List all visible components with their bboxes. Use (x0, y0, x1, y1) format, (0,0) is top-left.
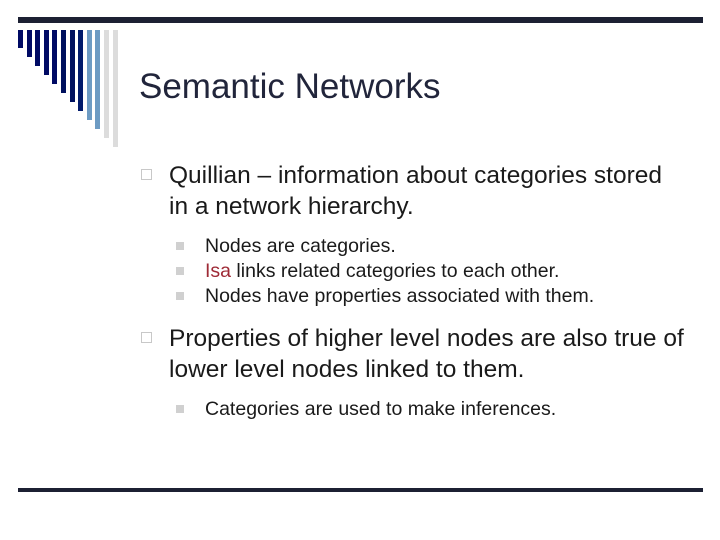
bullet-text: Categories are used to make inferences. (205, 398, 557, 420)
decorative-bar-12 (112, 30, 118, 147)
top-divider-rule (18, 17, 703, 23)
decorative-bar-graphic (18, 30, 138, 150)
hollow-square-bullet-icon (141, 169, 152, 180)
bullet-text: Properties of higher level nodes are als… (169, 325, 684, 383)
isa-highlight-term: Isa (205, 260, 232, 282)
decorative-bar-4 (43, 30, 49, 75)
filled-square-bullet-icon (176, 267, 184, 275)
decorative-bar-5 (52, 30, 58, 84)
decorative-bar-8 (78, 30, 84, 111)
bullet-level1-quillian: Quillian – information about categories … (139, 160, 687, 222)
filled-square-bullet-icon (176, 292, 184, 300)
decorative-bar-3 (35, 30, 41, 66)
bullet-text: Nodes are categories. (205, 235, 396, 257)
sublist-group-1: Nodes are categories. Isa links related … (139, 234, 687, 309)
sublist-group-2: Categories are used to make inferences. (139, 397, 687, 422)
bullet-level2-isa-links: Isa links related categories to each oth… (174, 259, 687, 284)
hollow-square-bullet-icon (141, 332, 152, 343)
decorative-bar-9 (86, 30, 92, 120)
filled-square-bullet-icon (176, 405, 184, 413)
decorative-bar-7 (69, 30, 75, 102)
decorative-bar-1 (18, 30, 23, 48)
decorative-bar-6 (61, 30, 66, 93)
bullet-level2-nodes-have-properties: Nodes have properties associated with th… (174, 284, 687, 309)
bullet-text: Nodes have properties associated with th… (205, 285, 595, 307)
slide-title: Semantic Networks (139, 67, 441, 106)
filled-square-bullet-icon (176, 242, 184, 250)
bottom-divider-rule (18, 488, 703, 492)
bullet-level2-categories-inferences: Categories are used to make inferences. (174, 397, 687, 422)
decorative-bar-10 (95, 30, 101, 129)
slide-body: Quillian – information about categories … (139, 160, 687, 422)
bullet-text: links related categories to each other. (231, 260, 560, 282)
decorative-bar-2 (26, 30, 32, 57)
bullet-level2-nodes-are-categories: Nodes are categories. (174, 234, 687, 259)
bullet-level1-properties-inheritance: Properties of higher level nodes are als… (139, 323, 687, 385)
bullet-text: Quillian – information about categories … (169, 162, 663, 220)
decorative-bar-11 (104, 30, 109, 138)
